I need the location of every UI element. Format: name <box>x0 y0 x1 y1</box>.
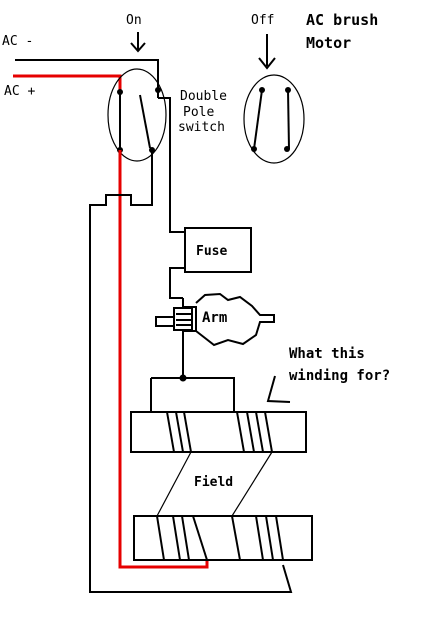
field-link-left <box>156 451 192 517</box>
arm-label: Arm <box>202 310 227 326</box>
off-arrow <box>258 34 276 70</box>
return-wire-loop <box>89 150 293 593</box>
fuse-label: Fuse <box>196 244 227 259</box>
off-label: Off <box>251 13 274 28</box>
on-label: On <box>126 13 142 28</box>
upper-field-winding <box>130 411 307 453</box>
winding-junction-bar <box>151 377 235 412</box>
double-pole-switch-off <box>243 74 305 164</box>
ac-minus-label: AC - <box>2 34 33 49</box>
positive-wire-to-field <box>118 150 209 569</box>
field-link-right <box>231 451 273 517</box>
switch-to-fuse-wire <box>158 97 185 233</box>
switch-label-line-1: Double <box>180 89 227 104</box>
lower-field-winding <box>133 515 313 561</box>
armature <box>155 292 275 347</box>
switch-label-line-3: switch <box>178 120 225 135</box>
double-pole-switch-on <box>107 68 167 162</box>
fuse-to-armature-wire <box>169 267 185 299</box>
question-line-1: What this <box>289 346 365 362</box>
ac-plus-label: AC + <box>4 84 35 99</box>
on-arrow <box>130 32 146 53</box>
ac-minus-wire <box>15 59 159 90</box>
title-line-1: AC brush <box>306 11 378 29</box>
title-line-2: Motor <box>306 34 351 52</box>
ac-plus-wire <box>13 74 122 92</box>
fuse-box <box>184 227 252 273</box>
switch-label-line-2: Pole <box>183 105 214 120</box>
field-label: Field <box>194 475 233 490</box>
winding-pointer-arrow <box>266 375 291 403</box>
question-line-2: winding for? <box>289 368 390 384</box>
